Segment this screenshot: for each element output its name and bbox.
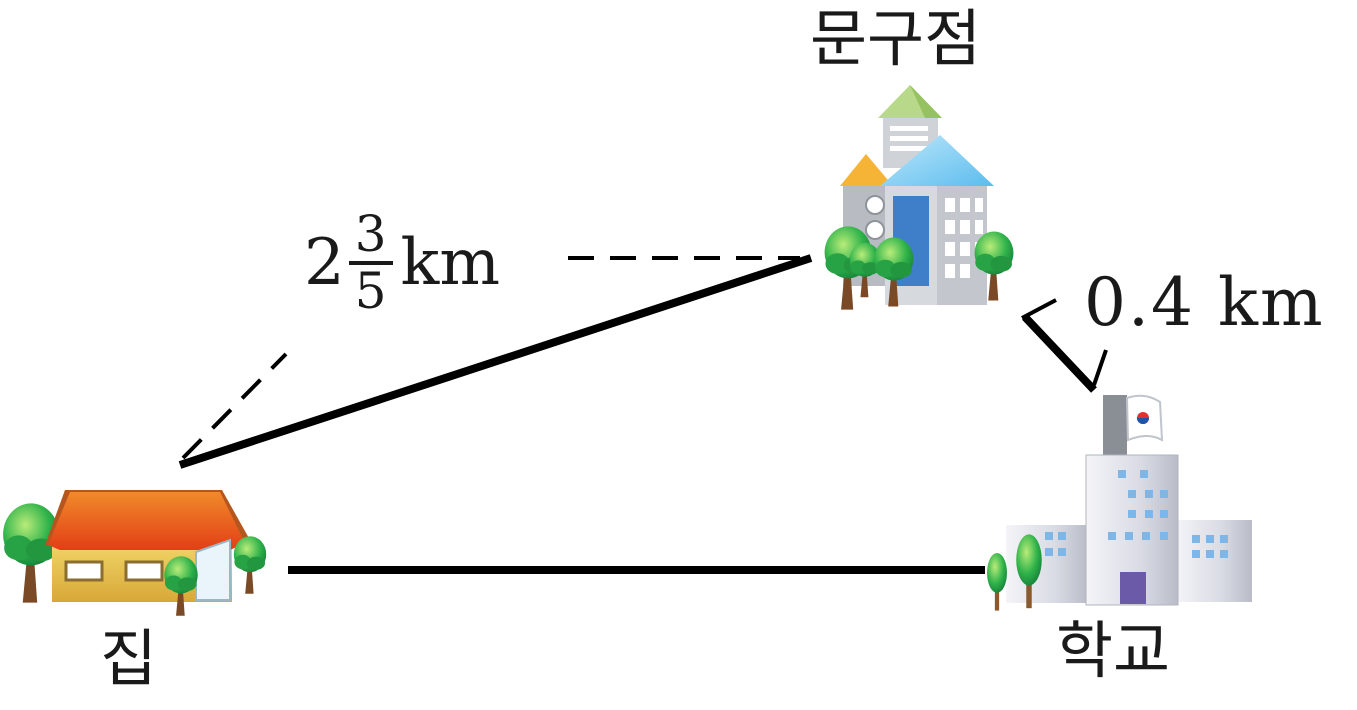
- home-label: 집: [100, 622, 158, 695]
- school-icon: [987, 394, 1252, 611]
- distance-whole: 2: [304, 225, 345, 300]
- school-label: 학교: [1056, 614, 1171, 687]
- distance-bracket-stationery-school: [1021, 298, 1108, 386]
- house-icon: [3, 490, 267, 616]
- route-home-stationery: [178, 254, 813, 469]
- building-icon: [824, 85, 1014, 310]
- distance-bracket-home-stationery: [181, 352, 288, 460]
- flag-icon: [1125, 394, 1164, 442]
- route-stationery-school: [1022, 314, 1097, 393]
- distance-fraction: 3 5: [348, 205, 393, 320]
- fraction-bar: [348, 260, 393, 265]
- distance-stationery-school: 0.4 km: [1084, 270, 1325, 336]
- distance-value: 0.4: [1084, 264, 1195, 341]
- distance-unit: km: [400, 225, 500, 300]
- stationery-label: 문구점: [810, 2, 982, 75]
- fraction-denominator: 5: [354, 261, 387, 320]
- distance-unit: km: [1217, 264, 1325, 341]
- distance-home-stationery: 2 3 5 km: [304, 208, 500, 317]
- fraction-numerator: 3: [354, 205, 387, 263]
